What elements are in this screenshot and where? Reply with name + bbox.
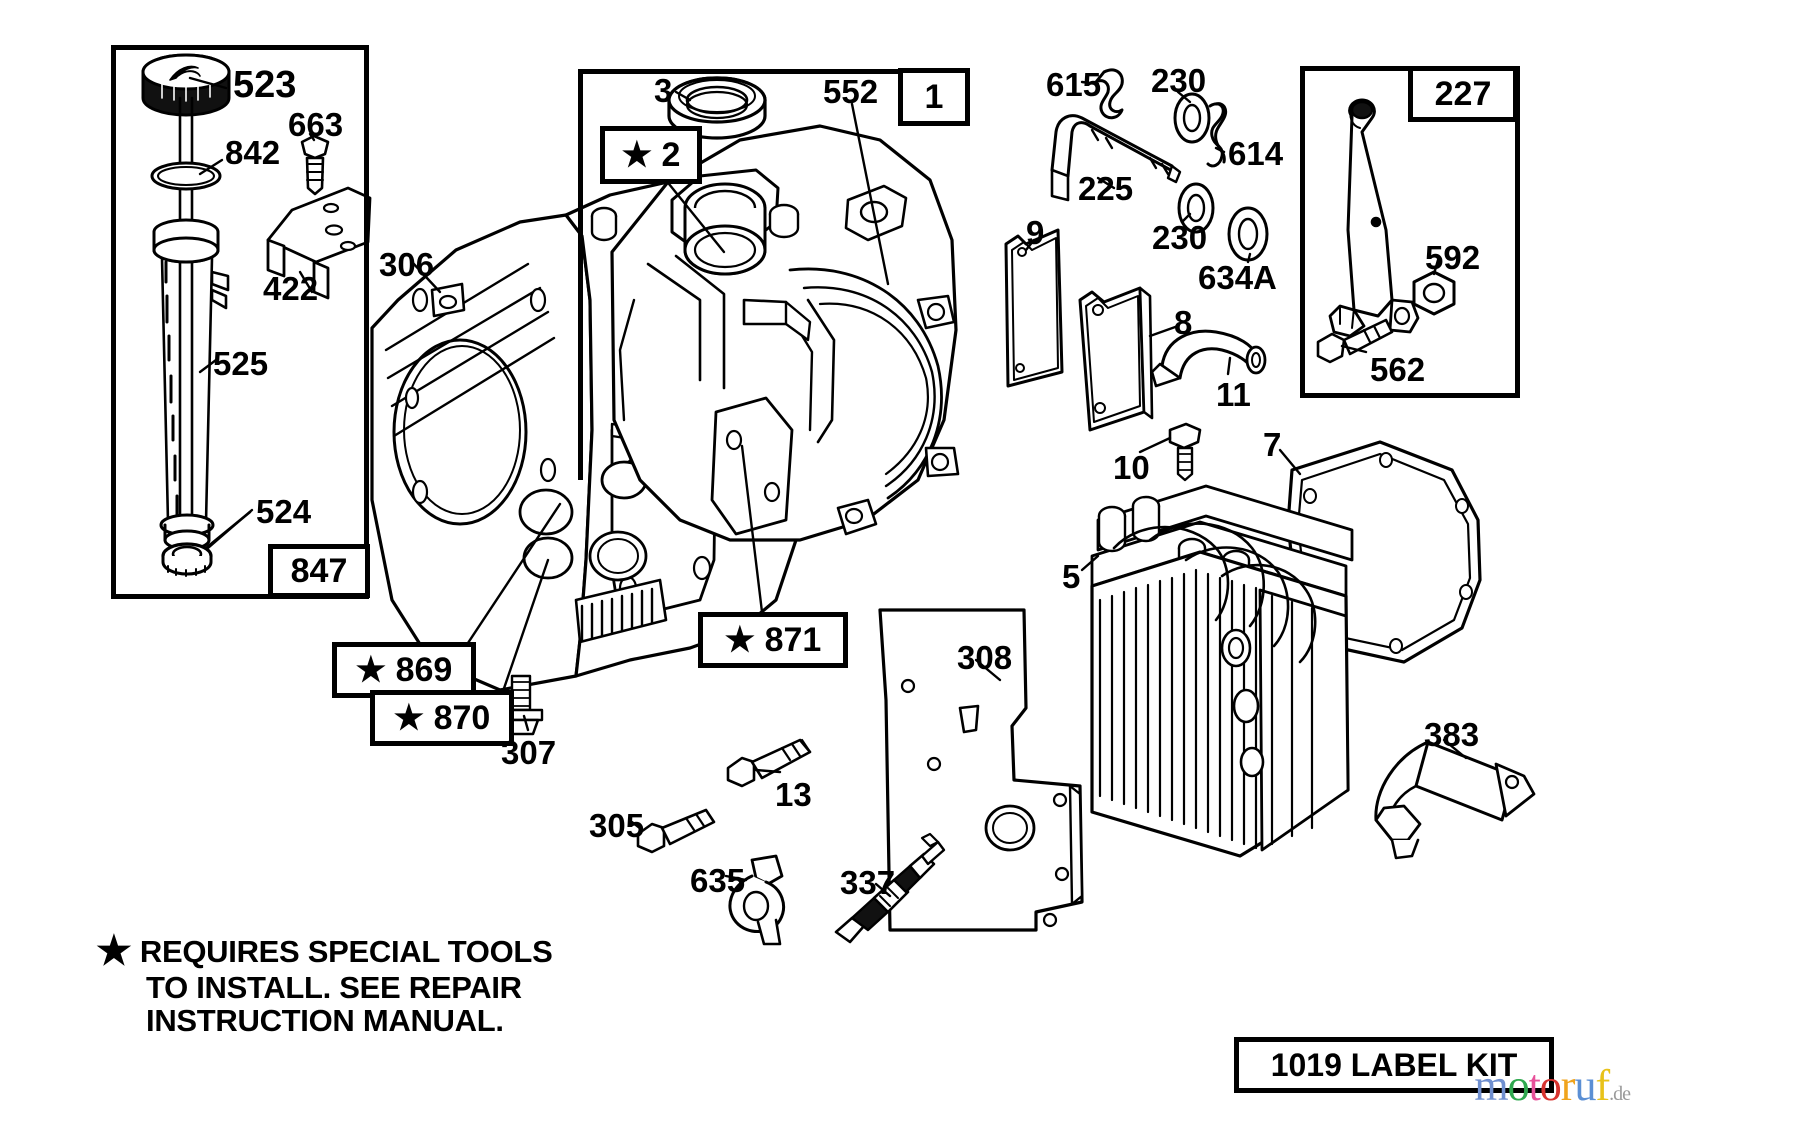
note-line-3: INSTRUCTION MANUAL.: [146, 1003, 504, 1039]
callout-842: 842: [225, 134, 281, 171]
star-icon: ★: [96, 929, 132, 973]
watermark-suffix: .de: [1609, 1083, 1631, 1105]
note-line-1: REQUIRES SPECIAL TOOLS: [139, 934, 553, 969]
callout-8: 8: [1174, 304, 1193, 341]
callout-524: 524: [256, 493, 312, 530]
callout-9: 9: [1026, 214, 1045, 251]
callout-306: 306: [379, 246, 435, 283]
callout-308: 308: [957, 639, 1013, 676]
callout-422: 422: [263, 270, 319, 307]
note-line-2: TO INSTALL. SEE REPAIR: [146, 970, 522, 1006]
callout-383: 383: [1424, 716, 1480, 753]
callout-337: 337: [840, 864, 896, 901]
boxed-label-1: 1: [898, 68, 970, 126]
boxed-label-star-869: ★ 869: [332, 642, 476, 698]
callout-230-lower: 230: [1152, 219, 1208, 256]
callout-663: 663: [288, 106, 344, 143]
boxed-label-847: 847: [268, 544, 370, 598]
callout-635: 635: [690, 862, 746, 899]
callout-7: 7: [1263, 426, 1282, 463]
part-10-bolt: [1168, 422, 1202, 482]
special-tools-note: ★ REQUIRES SPECIAL TOOLS TO INSTALL. SEE…: [96, 929, 553, 1039]
part-383-muffler: [1374, 740, 1536, 860]
boxed-label-1019-label-kit: 1019 LABEL KIT: [1234, 1037, 1554, 1093]
callout-523: 523: [233, 64, 297, 106]
callout-230-upper: 230: [1151, 62, 1207, 99]
callout-525: 525: [213, 345, 269, 382]
boxed-label-227: 227: [1408, 66, 1518, 122]
callout-10: 10: [1113, 449, 1150, 486]
part-9-gasket: [1004, 228, 1064, 388]
part-614-cotter-pin: [1206, 102, 1228, 168]
part-634A-bushing: [1227, 206, 1269, 262]
boxed-label-star-871: ★ 871: [698, 612, 848, 668]
callout-5: 5: [1062, 558, 1081, 595]
callout-11: 11: [1216, 376, 1251, 413]
callout-562: 562: [1370, 351, 1426, 388]
callout-225: 225: [1078, 170, 1134, 207]
part-230-washer-upper: [1173, 92, 1211, 144]
part-7-head-gasket: [1286, 440, 1482, 664]
callout-615: 615: [1046, 66, 1102, 103]
motoruf-watermark: motoruf.de: [1474, 1061, 1631, 1110]
part-305-bolt: [636, 808, 716, 854]
callout-614: 614: [1228, 135, 1284, 172]
callout-13: 13: [775, 776, 812, 813]
boxed-label-star-2: ★ 2: [600, 126, 702, 184]
panel-crankcase-group: [578, 69, 965, 480]
callout-3: 3: [654, 72, 673, 109]
panel-dipstick-assembly: [111, 45, 369, 599]
callout-307: 307: [501, 734, 557, 771]
part-5-cylinder-head: [1090, 484, 1354, 858]
part-8-breather: [1078, 286, 1154, 432]
callout-634A: 634A: [1198, 259, 1277, 296]
boxed-label-star-870: ★ 870: [370, 690, 514, 746]
callout-552: 552: [823, 73, 879, 110]
callout-305: 305: [589, 807, 645, 844]
callout-592: 592: [1425, 239, 1481, 276]
